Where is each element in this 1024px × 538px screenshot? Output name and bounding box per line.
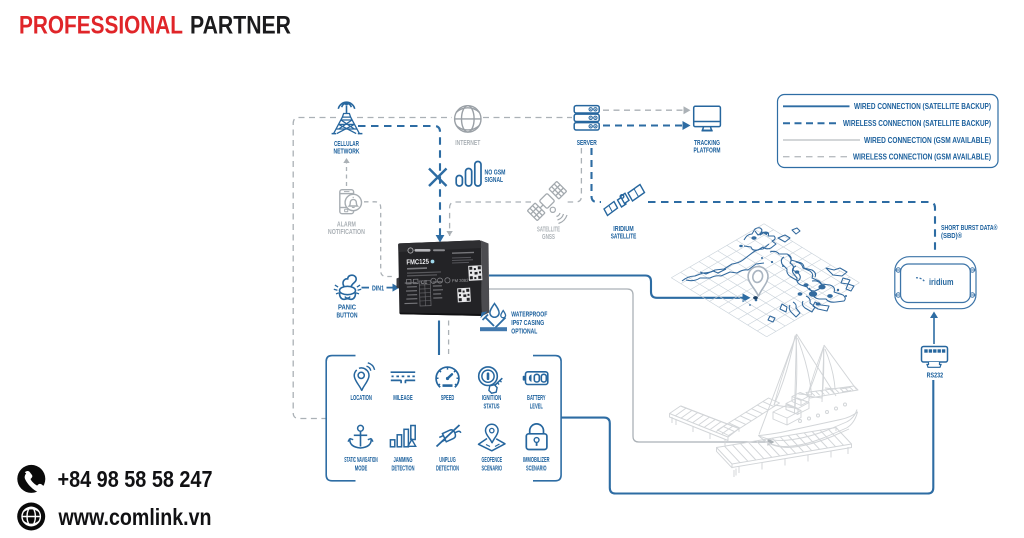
svg-text:MODE: MODE: [355, 464, 368, 473]
svg-text:INTERNET: INTERNET: [455, 138, 480, 147]
svg-text:DETECTION: DETECTION: [436, 464, 459, 473]
svg-text:GEOFENCE: GEOFENCE: [482, 455, 503, 464]
svg-text:SIGNAL: SIGNAL: [485, 175, 504, 184]
svg-text:STATUS: STATUS: [484, 402, 500, 411]
svg-text:WIRED CONNECTION (GSM AVAILABL: WIRED CONNECTION (GSM AVAILABLE): [864, 136, 991, 145]
svg-text:FMC125: FMC125: [406, 257, 429, 267]
svg-text:PANIC: PANIC: [338, 303, 357, 312]
svg-text:ALARM: ALARM: [337, 220, 356, 229]
svg-text:OPTIONAL: OPTIONAL: [511, 327, 537, 336]
svg-text:LEVEL: LEVEL: [530, 402, 543, 411]
svg-text:PARTNER: PARTNER: [190, 12, 291, 40]
svg-text:WIRELESS CONNECTION (SATELLITE: WIRELESS CONNECTION (SATELLITE BACKUP): [843, 119, 991, 128]
svg-text:BATTERY: BATTERY: [527, 393, 546, 402]
svg-text:CELLULAR: CELLULAR: [334, 139, 359, 148]
svg-text:CE: CE: [420, 280, 428, 286]
svg-text:DETECTION: DETECTION: [392, 464, 415, 473]
svg-text:RS232: RS232: [927, 371, 944, 380]
svg-text:JAMMING: JAMMING: [394, 455, 413, 464]
svg-text:SCENARIO: SCENARIO: [526, 464, 547, 473]
svg-text:GNSS: GNSS: [542, 232, 555, 241]
svg-text:PROFESSIONAL: PROFESSIONAL: [19, 12, 183, 40]
svg-text:BUTTON: BUTTON: [337, 311, 358, 320]
svg-text:WIRELESS CONNECTION (GSM AVAIL: WIRELESS CONNECTION (GSM AVAILABLE): [853, 153, 991, 162]
svg-text:SATELLITE: SATELLITE: [537, 225, 560, 234]
svg-text:LOCATION: LOCATION: [350, 393, 372, 402]
svg-text:TRACKING: TRACKING: [694, 138, 720, 147]
svg-text:WATERPROOF: WATERPROOF: [511, 310, 547, 319]
svg-text:WIRED CONNECTION (SATELLITE BA: WIRED CONNECTION (SATELLITE BACKUP): [854, 102, 991, 111]
svg-text:(SBD)®: (SBD)®: [941, 231, 962, 240]
svg-text:MILEAGE: MILEAGE: [393, 393, 413, 402]
svg-text:IP67 CASING: IP67 CASING: [511, 318, 544, 327]
svg-text:NETWORK: NETWORK: [334, 147, 360, 156]
svg-text:STATIC NAVIGATION: STATIC NAVIGATION: [344, 455, 378, 464]
svg-text:NOTIFICATION: NOTIFICATION: [328, 227, 365, 236]
svg-text:www.comlink.vn: www.comlink.vn: [58, 504, 212, 530]
svg-text:SPEED: SPEED: [441, 393, 455, 402]
svg-text:NO GSM: NO GSM: [485, 168, 506, 177]
svg-text:+84 98 58 58 247: +84 98 58 58 247: [58, 466, 213, 492]
svg-text:SERVER: SERVER: [577, 138, 597, 147]
svg-text:IGNITION: IGNITION: [482, 393, 502, 402]
svg-text:SATELLITE: SATELLITE: [611, 232, 637, 241]
svg-text:IMMOBILIZER: IMMOBILIZER: [523, 455, 550, 464]
svg-text:FM 3082: FM 3082: [452, 278, 469, 284]
svg-text:IRIDIUM: IRIDIUM: [613, 224, 634, 233]
svg-text:SCENARIO: SCENARIO: [482, 464, 503, 473]
svg-text:PLATFORM: PLATFORM: [694, 146, 721, 155]
svg-text:UNPLUG: UNPLUG: [439, 455, 456, 464]
svg-text:iridium: iridium: [929, 277, 954, 288]
svg-text:DIN1: DIN1: [372, 283, 384, 292]
svg-text:SHORT BURST DATA®: SHORT BURST DATA®: [941, 223, 998, 232]
